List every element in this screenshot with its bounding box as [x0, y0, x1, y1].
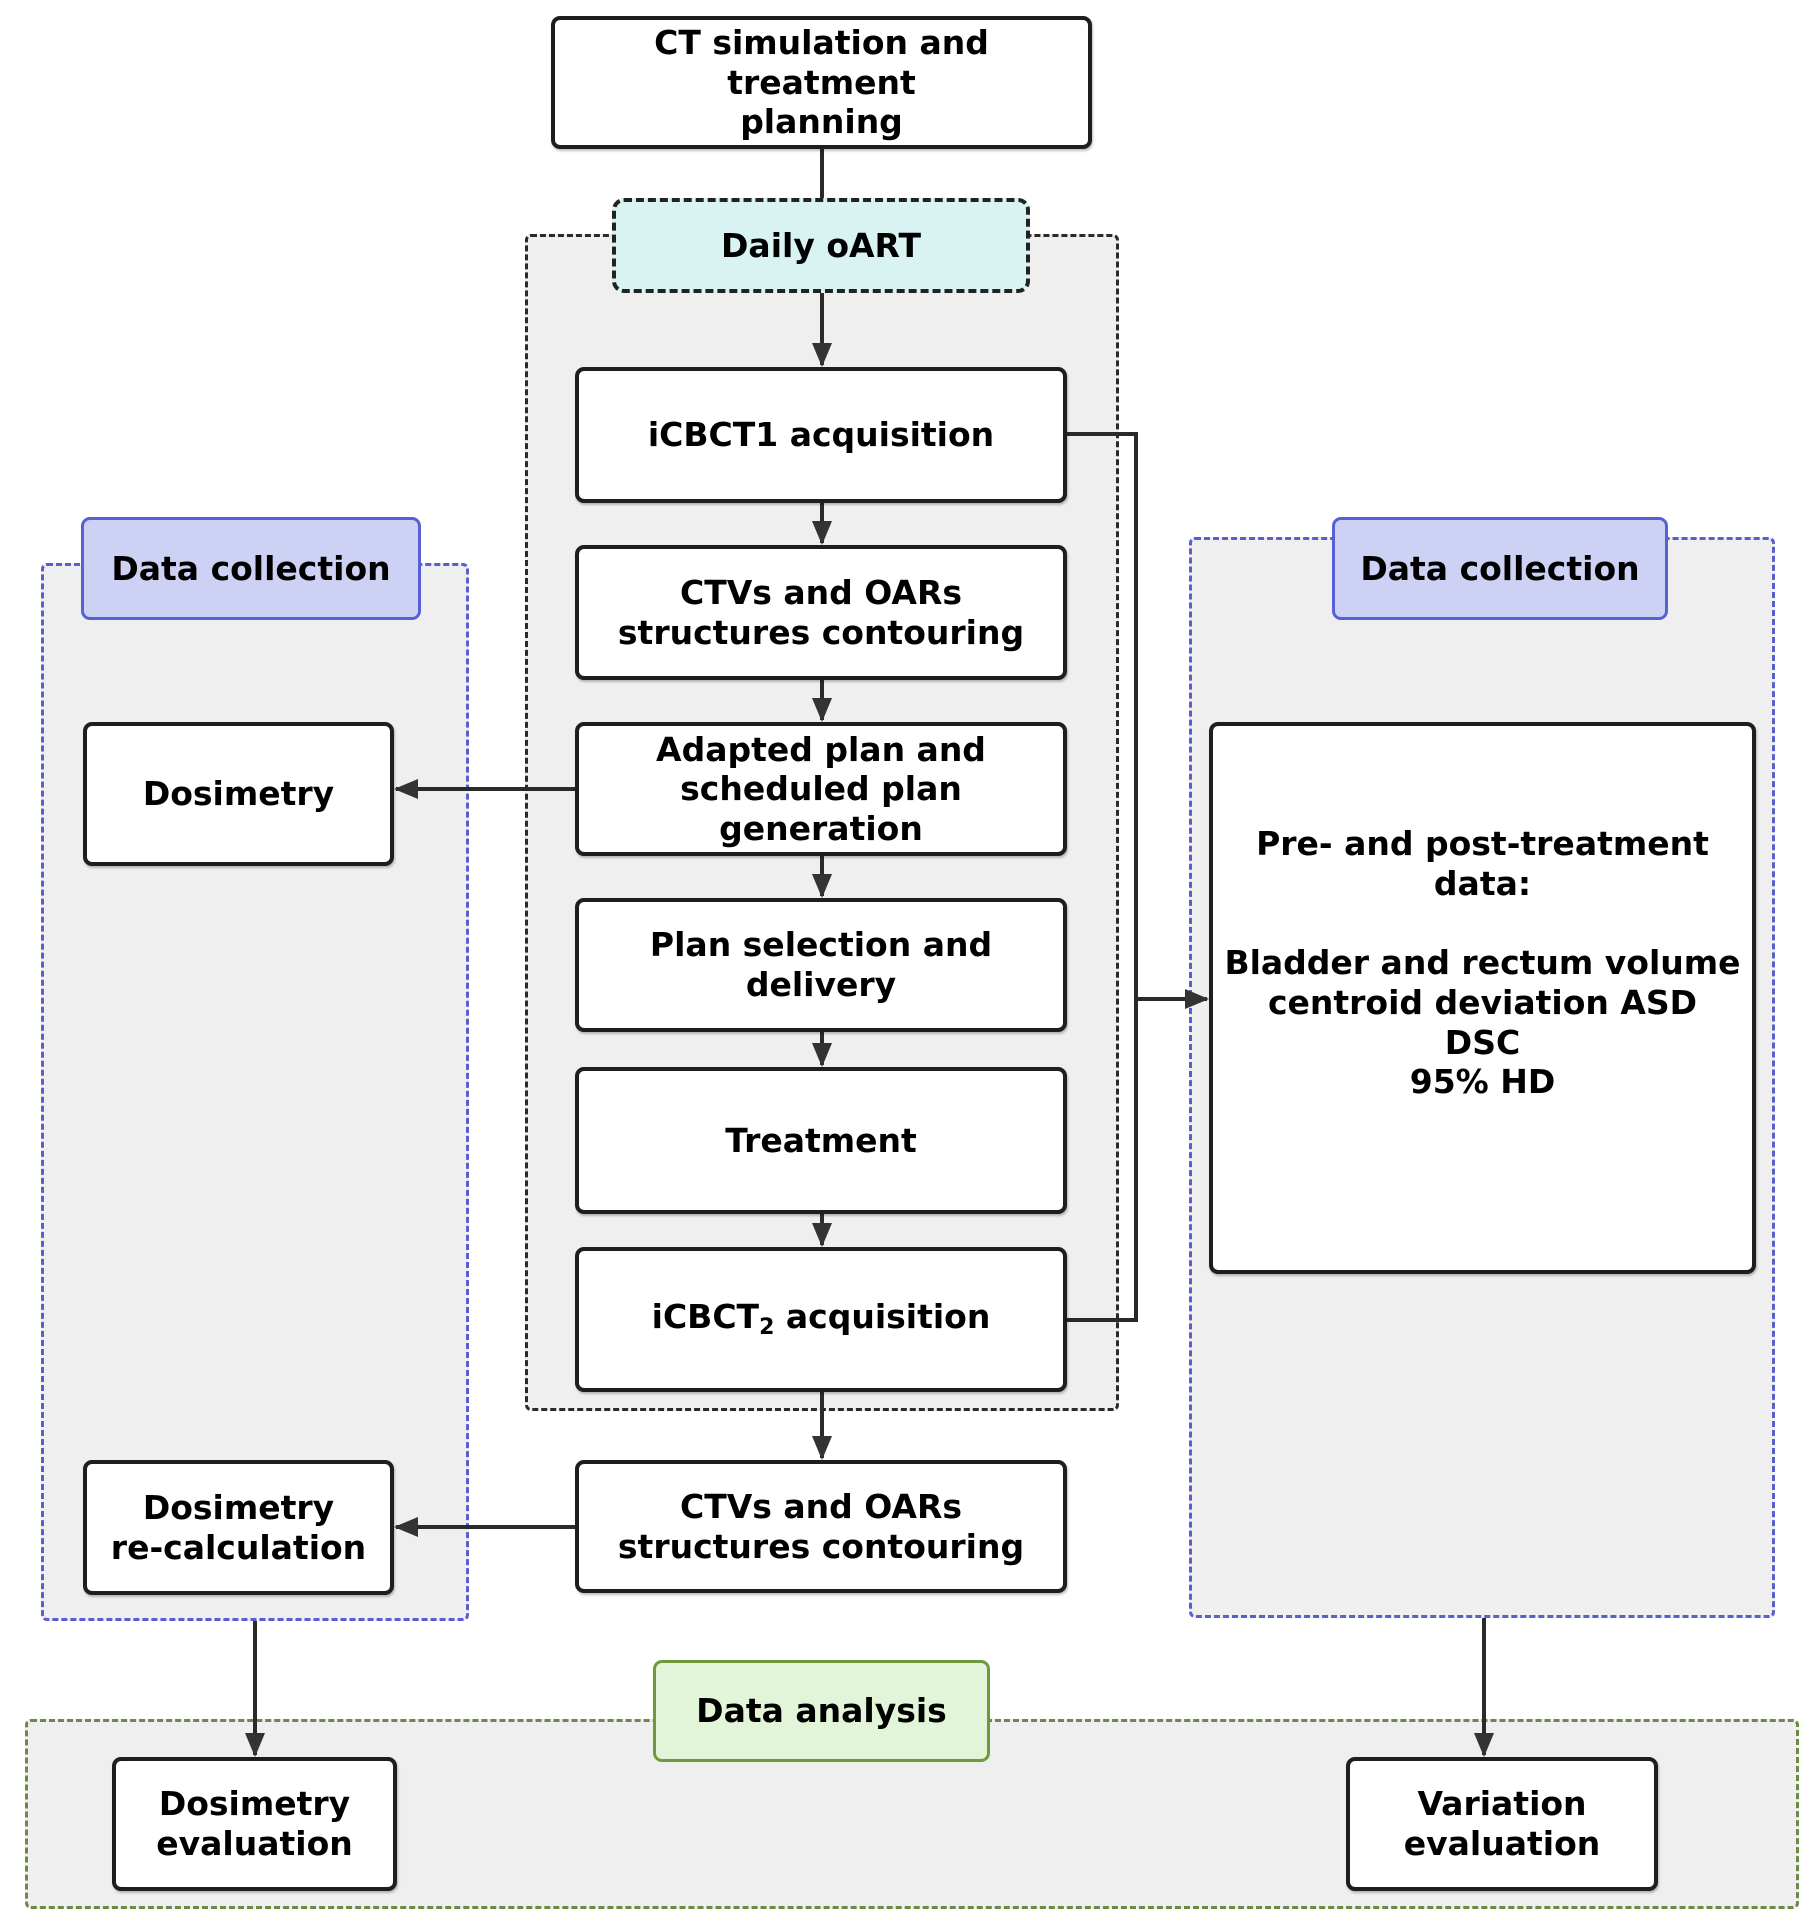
- step-text-line2: delivery: [745, 965, 897, 1004]
- icbct-prefix: iCBCT: [651, 1297, 760, 1337]
- step-text-line2: structures contouring: [617, 1526, 1025, 1566]
- post-ctvs-oars-contouring: CTVs and OARs structures contouring: [575, 1460, 1067, 1593]
- prepost-heading: Pre- and post-treatment data:: [1256, 824, 1709, 903]
- eval-line1: Variation: [1417, 1784, 1587, 1824]
- label-text: Data collection: [1360, 548, 1640, 588]
- pre-post-treatment-data-box: Pre- and post-treatment data: Bladder an…: [1209, 722, 1756, 1274]
- dosimetry-evaluation-box: Dosimetry evaluation: [112, 1757, 397, 1891]
- label-text: Data analysis: [696, 1691, 947, 1731]
- step-plan-selection-delivery: Plan selection and delivery: [575, 898, 1067, 1032]
- recalc-line2: re-calculation: [110, 1527, 367, 1567]
- step-text: iCBCT2 acquisition: [652, 1297, 991, 1341]
- step-text-line1: CTVs and OARs: [679, 1486, 963, 1526]
- step-text-line2: structures contouring: [617, 612, 1025, 652]
- step-text-line1: Plan selection and: [649, 925, 993, 965]
- data-analysis-label: Data analysis: [653, 1660, 990, 1762]
- daily-oart-text: Daily oART: [721, 225, 921, 265]
- dosimetry-recalculation-box: Dosimetry re-calculation: [83, 1460, 394, 1595]
- ct-simulation-line1: CT simulation and treatment: [654, 23, 989, 102]
- metric-item: Bladder and rectum volume: [1224, 943, 1741, 983]
- step-icbct2-acquisition: iCBCT2 acquisition: [575, 1247, 1067, 1392]
- metric-item: centroid deviation ASD: [1267, 983, 1698, 1022]
- icbct-subscript: 2: [759, 1315, 775, 1341]
- ct-simulation-box: CT simulation and treatment planning: [551, 16, 1092, 149]
- label-text: Data collection: [111, 548, 391, 588]
- step-icbct1-acquisition: iCBCT1 acquisition: [575, 367, 1067, 503]
- step-treatment: Treatment: [575, 1067, 1067, 1214]
- step-text-line1: CTVs and OARs: [679, 572, 963, 612]
- eval-line2: evaluation: [1403, 1824, 1601, 1863]
- step-text-line2: scheduled plan generation: [680, 769, 962, 848]
- eval-line1: Dosimetry: [158, 1784, 351, 1824]
- step-adapted-plan-generation: Adapted plan and scheduled plan generati…: [575, 722, 1067, 856]
- dosimetry-box: Dosimetry: [83, 722, 394, 866]
- step-text-line1: Adapted plan and: [656, 729, 986, 769]
- icbct-suffix: acquisition: [774, 1297, 991, 1337]
- eval-line2: evaluation: [156, 1824, 353, 1863]
- right-data-collection-label: Data collection: [1332, 517, 1668, 620]
- metric-item: 95% HD: [1409, 1062, 1556, 1102]
- step-text: Treatment: [725, 1120, 917, 1160]
- metric-item: DSC: [1444, 1022, 1521, 1062]
- daily-oart-label: Daily oART: [612, 198, 1030, 293]
- recalc-line1: Dosimetry: [142, 1487, 335, 1527]
- ct-simulation-line2: planning: [740, 102, 903, 142]
- step-text: iCBCT1 acquisition: [647, 415, 995, 455]
- variation-evaluation-box: Variation evaluation: [1346, 1757, 1658, 1891]
- step-ctvs-oars-contouring: CTVs and OARs structures contouring: [575, 545, 1067, 680]
- left-data-collection-label: Data collection: [81, 517, 421, 620]
- dosimetry-text: Dosimetry: [142, 774, 335, 814]
